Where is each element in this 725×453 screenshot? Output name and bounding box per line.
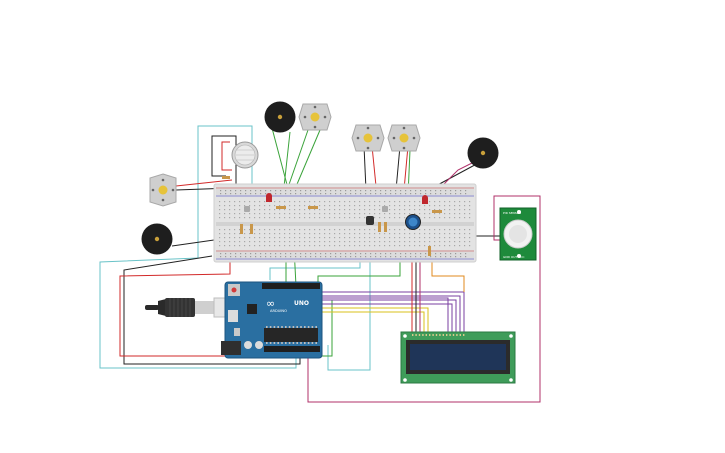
- dc-motor-icon[interactable]: [387, 124, 421, 152]
- lcd-display[interactable]: [400, 331, 516, 384]
- buzzer-icon[interactable]: [467, 137, 499, 169]
- wire-purple-3[interactable]: [300, 299, 457, 338]
- pir-sensor-label-top: PIR SENSOR: [503, 211, 521, 215]
- breadboard-resistors: [222, 176, 442, 256]
- pir-sensor-label-bottom: GND OUT VCC: [503, 255, 524, 259]
- dc-motor-icon[interactable]: [149, 173, 177, 207]
- resistor: [250, 224, 253, 234]
- wire-purple-2[interactable]: [298, 295, 461, 338]
- buzzer-icon[interactable]: [264, 101, 296, 133]
- wire-red-gas[interactable]: [221, 141, 232, 171]
- wire-black-motor-r1[interactable]: [363, 145, 367, 191]
- arduino-infinity-logo: ∞: [266, 297, 275, 310]
- dc-motor-icon[interactable]: [298, 103, 332, 131]
- arduino-uno[interactable]: ∞ UNO ARDUINO: [221, 281, 323, 359]
- pir-sensor[interactable]: PIR SENSOR GND OUT VCC: [499, 207, 537, 261]
- resistor: [240, 224, 243, 234]
- resistor: [308, 206, 318, 209]
- leds: [266, 193, 428, 204]
- transistor[interactable]: [366, 216, 374, 225]
- transistors: [244, 206, 388, 225]
- dc-motor-icon[interactable]: [351, 124, 385, 152]
- wire-cyan-right-loop[interactable]: [327, 250, 371, 371]
- breadboard[interactable]: [213, 183, 477, 263]
- wire-cyan-left-loop[interactable]: [99, 257, 297, 369]
- lcd-pins: [412, 334, 465, 336]
- wire-black-left-loop[interactable]: [123, 255, 301, 365]
- resistor: [378, 222, 381, 232]
- wire-black-gas[interactable]: [211, 135, 237, 188]
- potentiometer-icon[interactable]: [405, 214, 421, 230]
- wire-purple-5[interactable]: [304, 297, 449, 338]
- resistor: [276, 206, 286, 209]
- wire-red-motor-r2[interactable]: [403, 145, 409, 191]
- arduino-uno-label: UNO: [294, 300, 309, 307]
- resistor: [222, 176, 230, 179]
- gas-sensor-icon[interactable]: [231, 141, 259, 169]
- wire-black-motor-r2[interactable]: [395, 145, 401, 191]
- wire-purple-4[interactable]: [302, 303, 453, 338]
- wire-magenta-pir-loop[interactable]: [307, 195, 541, 403]
- led-red[interactable]: [422, 195, 428, 204]
- breadboard-holes: [219, 190, 471, 258]
- led-red[interactable]: [266, 193, 272, 202]
- wire-red-motor-left[interactable]: [175, 179, 233, 187]
- resistor: [384, 222, 387, 232]
- arduino-brand-label: ARDUINO: [270, 309, 287, 313]
- chip-pins: [266, 326, 317, 344]
- wire-magenta-right-buzzer[interactable]: [443, 159, 479, 185]
- wire-orange-lcd[interactable]: [431, 258, 465, 292]
- transistor[interactable]: [244, 206, 250, 212]
- transistor[interactable]: [382, 206, 388, 212]
- resistor: [432, 210, 442, 213]
- resistor: [428, 246, 431, 256]
- buzzer-icon[interactable]: [141, 223, 173, 255]
